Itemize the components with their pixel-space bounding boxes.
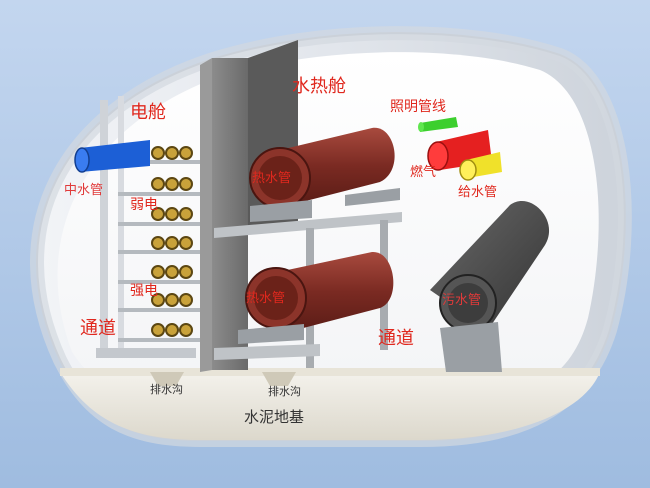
label-channel-left: 通道	[80, 318, 116, 339]
label-strong-current: 强电	[130, 283, 158, 299]
label-electric-cabin: 电舱	[130, 102, 166, 123]
cable-bundles	[151, 146, 193, 337]
label-channel-right: 通道	[378, 328, 414, 349]
sewage-pipe	[430, 200, 550, 372]
water-supply-pipe	[459, 152, 502, 181]
label-drain-left: 排水沟	[150, 383, 183, 396]
lighting-pipe	[418, 117, 458, 132]
heat-pipe-bottom-shape	[238, 251, 394, 344]
heat-pipe-top-shape	[249, 127, 400, 222]
cable-rack	[96, 96, 202, 358]
mid-water-pipe	[74, 140, 150, 173]
label-water-heat-cabin: 水热舱	[292, 76, 346, 97]
label-lighting-pipe: 照明管线	[390, 99, 446, 115]
drain-left-channel	[150, 372, 184, 386]
label-heat-pipe-bottom: 热水管	[246, 291, 286, 306]
label-water-supply-pipe: 给水管	[458, 185, 498, 200]
label-gas: 燃气	[410, 165, 437, 180]
label-weak-current: 弱电	[130, 197, 158, 213]
label-cement-foundation: 水泥地基	[244, 408, 305, 426]
drain-right-channel	[262, 372, 296, 386]
label-heat-pipe-top: 热水管	[252, 171, 292, 186]
label-drain-right: 排水沟	[268, 385, 301, 398]
label-sewage-pipe: 污水管	[442, 293, 482, 308]
label-mid-water-pipe: 中水管	[64, 183, 104, 198]
